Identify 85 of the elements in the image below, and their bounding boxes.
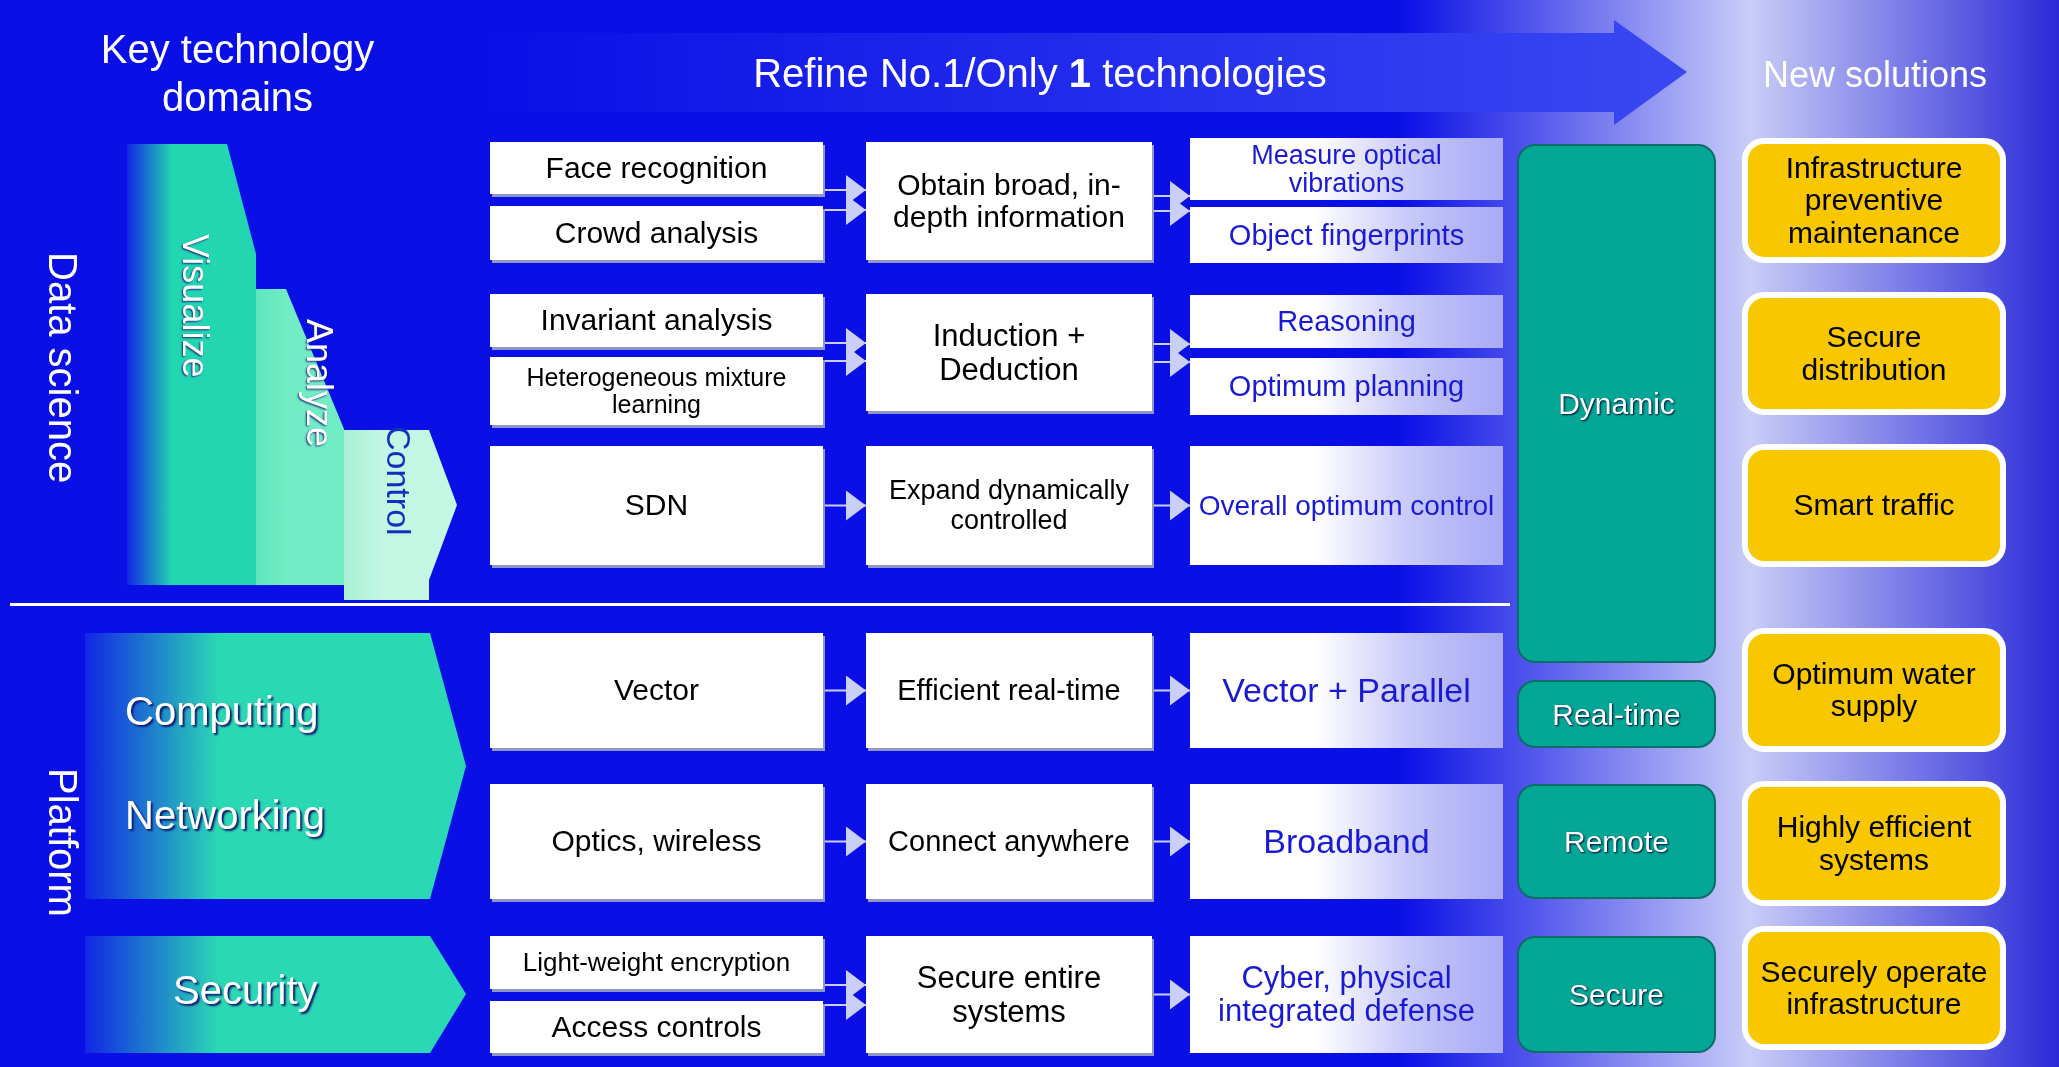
box-text: Induction + Deduction (931, 319, 1087, 386)
shape-label: Analyze (301, 319, 337, 448)
technology-box (490, 294, 823, 347)
result-band (1190, 358, 1503, 415)
arrow (1151, 675, 1191, 706)
solution-box (1742, 781, 2006, 906)
box-text: Connect anywhere (888, 825, 1130, 858)
solution-box (1742, 926, 2006, 1050)
box-text: Optimum water supply (1771, 657, 1977, 723)
shape-label: Control (382, 426, 416, 536)
box-text: Infrastructure preventive maintenance (1784, 151, 1964, 250)
box-text: Efficient real-time (897, 674, 1121, 707)
box-text: Face recognition (545, 151, 768, 185)
technology-box (490, 357, 823, 425)
box-text: Vector (613, 674, 700, 707)
feature-box (1517, 144, 1716, 663)
result-band (1190, 446, 1503, 565)
box-text: Securely operate infrastructure (1759, 955, 1989, 1021)
column-heading: Key technology domains (99, 26, 376, 121)
box-text: Highly efficient systems (1775, 811, 1973, 876)
box-text: Object fingerprints (1228, 219, 1465, 251)
result-band (1190, 784, 1503, 899)
technology-box (490, 784, 823, 899)
result-band (1190, 936, 1503, 1053)
box-text: Overall optimum control (1198, 490, 1495, 521)
box-text: Secure distribution (1800, 321, 1948, 386)
box-text: Secure entire systems (915, 961, 1103, 1028)
result-band (1190, 138, 1503, 200)
box-text: Cyber, physical integrated defense (1217, 961, 1476, 1028)
arrow (1151, 490, 1191, 521)
box-text: Vector + Parallel (1222, 672, 1471, 709)
box-text: Expand dynamically controlled (887, 476, 1131, 535)
box-text: Heterogeneous mixture learning (525, 364, 788, 418)
arrow-title: Refine No.1/Only 1 technologies (753, 49, 1327, 97)
box-text: Dynamic (1558, 386, 1675, 422)
feature-box (1517, 680, 1716, 748)
box-text: Optimum planning (1228, 371, 1465, 402)
technology-box (866, 633, 1152, 748)
section-label: Platform (40, 767, 86, 917)
box-text: Broadband (1263, 823, 1430, 860)
technology-box (490, 206, 823, 260)
box-text: Obtain broad, in-depth information (892, 168, 1126, 234)
arrow (822, 490, 867, 521)
box-text: Reasoning (1277, 306, 1416, 337)
arrow (822, 675, 867, 706)
box-text: Invariant analysis (540, 304, 773, 337)
box-text: Secure (1568, 977, 1665, 1013)
feature-box (1517, 936, 1716, 1053)
solution-box (1742, 292, 2006, 415)
column-heading: New solutions (1762, 53, 1988, 97)
technology-box (866, 446, 1152, 565)
technology-box (490, 633, 823, 748)
box-text: Real-time (1552, 696, 1681, 733)
result-band (1190, 295, 1503, 348)
technology-box (866, 936, 1152, 1053)
solution-box (1742, 138, 2006, 263)
shape-label: Visualize (177, 234, 213, 378)
technology-box (490, 1001, 823, 1053)
box-text: Crowd analysis (554, 216, 759, 250)
chevron-shape (85, 936, 466, 1053)
solution-box (1742, 628, 2006, 752)
shape-label: Security (173, 970, 318, 1010)
technology-box (866, 294, 1152, 411)
arrow (1151, 826, 1191, 857)
chevron-shape (256, 289, 344, 585)
technology-box (490, 446, 823, 565)
box-text: Optics, wireless (551, 825, 762, 858)
technology-box (490, 936, 823, 989)
box-text: Remote (1563, 824, 1669, 860)
box-text: Smart traffic (1793, 489, 1955, 522)
result-band (1190, 633, 1503, 748)
arrow (822, 826, 867, 857)
solution-box (1742, 444, 2006, 567)
section-label: Data science (40, 251, 86, 484)
box-text: SDN (624, 489, 689, 522)
technology-box (866, 784, 1152, 899)
feature-box (1517, 784, 1716, 899)
arrow (1151, 979, 1191, 1010)
box-text: Measure optical vibrations (1250, 140, 1443, 198)
chevron-shape (85, 633, 466, 899)
technology-box (490, 142, 823, 194)
result-band (1190, 207, 1503, 263)
box-text: Light-weight encryption (522, 948, 791, 977)
box-text: Access controls (551, 1010, 762, 1044)
technology-box (866, 142, 1152, 260)
